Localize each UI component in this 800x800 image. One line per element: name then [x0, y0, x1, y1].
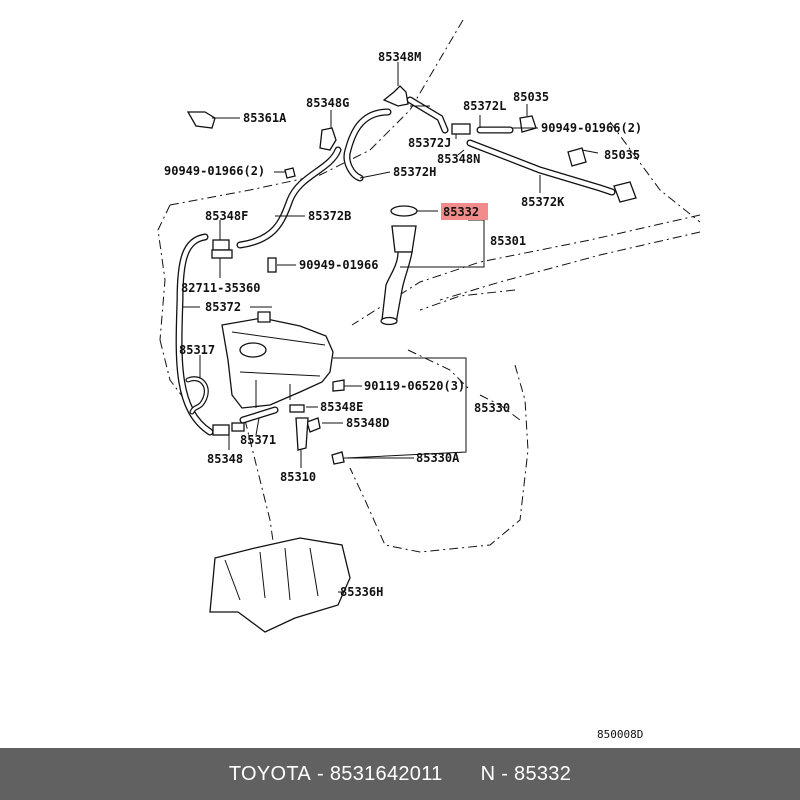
label-85317: 85317	[179, 343, 215, 357]
label-90119-06520-3: 90119-06520(3)	[364, 379, 465, 393]
label-85348N: 85348N	[437, 152, 480, 166]
tube-85317	[185, 376, 209, 415]
label-90949-01966-2-b: 90949-01966(2)	[164, 164, 265, 178]
label-85348: 85348	[207, 452, 243, 466]
label-85348D: 85348D	[346, 416, 389, 430]
label-85372B: 85372B	[308, 209, 351, 223]
label-85336H: 85336H	[340, 585, 383, 599]
washer-pump	[295, 417, 309, 451]
label-85372: 85372	[205, 300, 241, 314]
highlight-85332	[441, 203, 488, 220]
label-85310: 85310	[280, 470, 316, 484]
label-85035-b: 85035	[604, 148, 640, 162]
label-85348F: 85348F	[205, 209, 248, 223]
label-85035: 85035	[513, 90, 549, 104]
reference-number: N - 85332	[480, 762, 572, 785]
washer-tank	[221, 311, 334, 409]
label-85372K: 85372K	[521, 195, 565, 209]
filler-neck	[380, 205, 418, 326]
lower-cover	[209, 537, 351, 633]
label-85330A: 85330A	[416, 451, 460, 465]
label-85332: 85332	[443, 205, 479, 219]
body-outline	[157, 19, 701, 556]
label-85348M: 85348M	[378, 50, 421, 64]
label-85372H: 85372H	[393, 165, 436, 179]
label-85371: 85371	[240, 433, 276, 447]
label-82711-35360: 82711-35360	[181, 281, 260, 295]
brand-name: TOYOTA	[228, 762, 312, 785]
diagram-code: 850008D	[597, 728, 643, 741]
label-85301: 85301	[490, 234, 526, 248]
part-number: - 8531642011	[317, 762, 443, 785]
label-85348G: 85348G	[306, 96, 349, 110]
label-90949-01966: 90949-01966	[299, 258, 378, 272]
label-85372J: 85372J	[408, 136, 451, 150]
label-85372L: 85372L	[463, 99, 506, 113]
hoses	[175, 96, 616, 436]
part-labels: 85348M 85035 85348G 85372L 85361A 90949-…	[164, 50, 643, 741]
parts-diagram: 85348M 85035 85348G 85372L 85361A 90949-…	[157, 19, 701, 741]
label-90949-01966-2: 90949-01966(2)	[541, 121, 642, 135]
label-85330: 85330	[474, 401, 510, 415]
label-85348E: 85348E	[320, 400, 363, 414]
footer-bar: TOYOTA - 8531642011 N - 85332	[0, 748, 800, 800]
label-85361A: 85361A	[243, 111, 287, 125]
